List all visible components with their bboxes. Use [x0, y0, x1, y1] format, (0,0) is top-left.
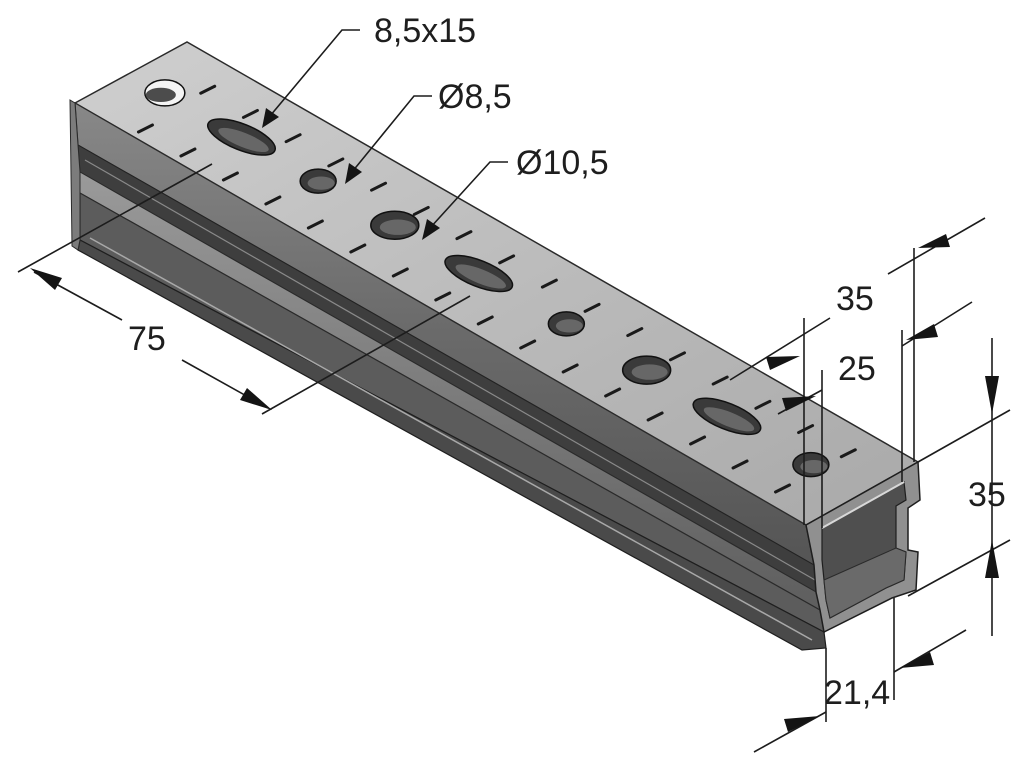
- edge-slit: [199, 84, 217, 95]
- edge-slit: [221, 171, 239, 182]
- hole-shading: [145, 87, 176, 103]
- label-hole-large: Ø10,5: [516, 144, 609, 182]
- leader-hole-small: [351, 95, 432, 173]
- hole-shading: [218, 127, 269, 153]
- arrow-75-right: [240, 388, 272, 410]
- arrow-35w-b: [918, 234, 950, 248]
- leader-hole-large: [429, 161, 508, 229]
- edge-slit: [306, 219, 324, 230]
- edge-slit: [519, 339, 537, 350]
- edge-slit: [540, 278, 558, 289]
- hole-shading: [455, 264, 506, 289]
- slot-hole: [444, 254, 514, 293]
- round-hole: [621, 355, 672, 385]
- hole-shading: [800, 460, 828, 474]
- edge-slit: [391, 267, 409, 278]
- arrow-21-a: [784, 716, 820, 732]
- edge-slit: [797, 424, 815, 435]
- dim-25-line-b: [901, 301, 973, 347]
- edge-slit: [731, 459, 749, 470]
- arrow-slot: [262, 108, 279, 128]
- arrow-25-b: [906, 324, 938, 340]
- arrow-21-b: [900, 652, 934, 668]
- label-hole-small: Ø8,5: [438, 78, 512, 116]
- dimension-lines: [17, 29, 1011, 753]
- arrow-35w-a: [766, 356, 800, 370]
- edge-slit: [476, 315, 494, 326]
- label-length: 75: [128, 320, 166, 358]
- edge-slit: [412, 205, 430, 216]
- edge-slit: [136, 123, 154, 134]
- edge-slit: [711, 375, 729, 386]
- dim-35h-ext-a: [917, 409, 1011, 463]
- edge-slit: [774, 483, 792, 494]
- label-width-outer: 35: [836, 280, 874, 318]
- left-end: [69, 99, 81, 251]
- arrow-hole-large: [422, 219, 440, 240]
- hole-shading: [555, 319, 583, 333]
- label-slot-size: 8,5x15: [374, 12, 477, 50]
- edge-slit: [284, 133, 302, 144]
- round-hole: [792, 451, 830, 478]
- label-width-inner: 25: [838, 350, 876, 388]
- front-end-profile: [805, 460, 921, 634]
- edge-slit: [264, 195, 282, 206]
- hole-shading: [307, 176, 335, 190]
- arrow-hole-small: [345, 163, 362, 184]
- edge-slit: [455, 230, 473, 241]
- hole-shading: [379, 219, 416, 235]
- edge-slit: [604, 387, 622, 398]
- label-depth: 21,4: [824, 674, 891, 712]
- edge-slit: [626, 327, 644, 338]
- arrow-35h-top: [985, 376, 999, 414]
- edge-slit: [839, 448, 857, 459]
- upper-side-wall: [74, 101, 815, 567]
- channel-body: [69, 41, 921, 651]
- slot-hole: [207, 118, 276, 156]
- edge-slit: [370, 181, 388, 192]
- dim-35w-line: [729, 317, 831, 381]
- dim-75-ext-left: [17, 163, 213, 273]
- edge-slit: [434, 291, 452, 302]
- hole-shading: [631, 364, 668, 380]
- arrow-25-a: [782, 396, 816, 411]
- hole-shading: [703, 407, 755, 432]
- arrow-35h-bottom: [985, 540, 999, 578]
- edge-slit: [754, 399, 772, 410]
- arrow-75-left: [30, 268, 62, 290]
- round-hole: [547, 311, 586, 337]
- edge-slit: [327, 157, 345, 168]
- edge-slit: [349, 243, 367, 254]
- edge-slit: [561, 363, 579, 374]
- edge-slit: [668, 351, 686, 362]
- slot-hole: [692, 397, 762, 436]
- round-hole: [299, 168, 337, 194]
- leader-slot: [269, 29, 360, 117]
- edge-slit: [583, 302, 601, 313]
- round-hole: [370, 210, 420, 240]
- top-face-holes: [136, 79, 857, 494]
- edge-slit: [646, 411, 664, 422]
- edge-slit: [498, 254, 516, 265]
- label-height: 35: [968, 476, 1006, 514]
- edge-slit: [689, 435, 707, 446]
- edge-slit: [179, 147, 197, 158]
- edge-slit: [241, 108, 259, 119]
- dim-75-ext-right: [261, 295, 471, 415]
